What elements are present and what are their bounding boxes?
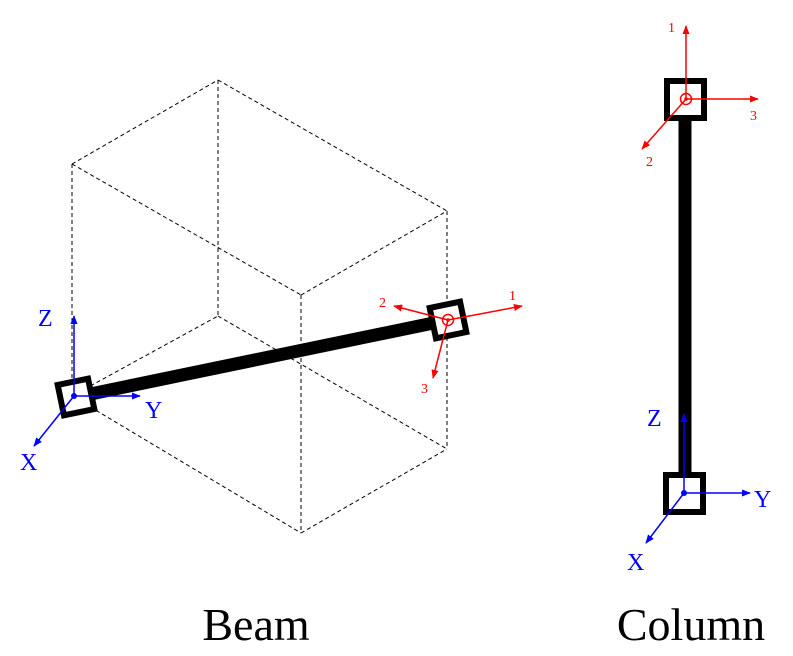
beam-local-2-axis [393,304,449,321]
column-global-z-label: Z [647,406,662,432]
column-local-3-label: 3 [750,109,757,124]
beam-member [74,313,450,404]
beam-local-origin-circle [441,313,455,327]
beam-bounding-box [71,79,448,534]
column-global-axes [645,413,751,544]
beam-local-1-label: 1 [509,289,516,304]
beam-local-3-label: 3 [421,382,428,397]
column-local-2-label: 2 [646,155,653,170]
column-local-axes [641,25,759,150]
beam-local-origin-dot [446,318,450,322]
column-global-y-label: Y [754,487,771,513]
column-caption: Column [617,599,765,650]
beam-global-origin-dot [71,393,77,399]
column-local-origin-circle [679,92,693,106]
beam-caption: Beam [202,599,310,650]
column-figure: 1 3 2 Z Y X Column [617,21,771,650]
beam-global-axes [33,315,141,447]
beam-global-x-label: X [20,450,37,476]
column-local-2-axis [641,98,687,150]
beam-figure: Z Y X 1 2 3 Beam [20,79,523,650]
column-global-x-axis [645,492,685,544]
beam-local-axes [393,303,523,379]
column-local-1-label: 1 [668,21,675,36]
beam-global-y-label: Y [145,398,162,424]
column-global-origin-dot [681,490,687,496]
column-global-x-label: X [627,550,644,576]
beam-local-1-axis [447,303,523,321]
column-local-origin-dot [684,97,688,101]
beam-local-3-axis [431,319,449,379]
beam-global-x-axis [33,395,75,447]
beam-local-2-label: 2 [379,296,386,311]
beam-global-z-label: Z [38,306,53,332]
